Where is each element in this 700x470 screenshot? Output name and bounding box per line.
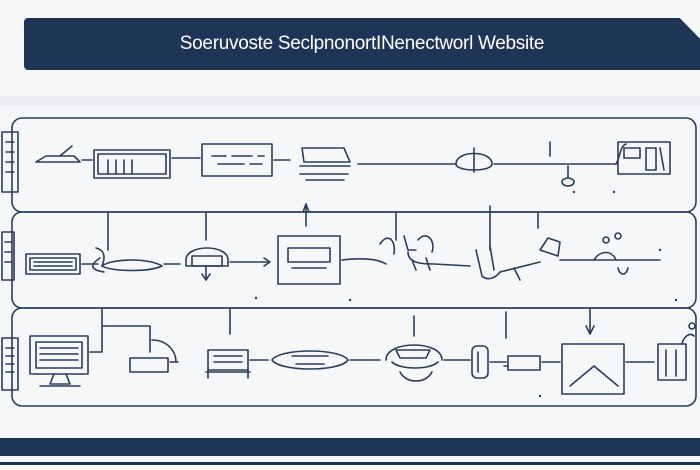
device-tray-icon <box>205 349 251 379</box>
footer-bar <box>0 438 700 456</box>
background-stripe <box>0 96 700 106</box>
sensor-node-icon <box>593 232 629 275</box>
patch-panel-icon <box>201 143 273 177</box>
server-chassis-icon <box>25 253 81 275</box>
workstation-icon <box>29 335 89 387</box>
switch-icon <box>455 147 493 173</box>
row-frame-3 <box>11 307 697 407</box>
laptop-icon <box>129 357 179 373</box>
server-tower-icon <box>1 337 19 391</box>
satellite-dish-icon <box>385 344 443 382</box>
access-point-icon <box>475 237 561 281</box>
tablet-icon <box>657 322 696 381</box>
title-banner: Soeruvoste SeclpnonortINenectworl Websit… <box>24 18 700 70</box>
monitor-panel-icon <box>277 235 341 285</box>
hub-icon <box>92 247 163 273</box>
triangle-display-icon <box>561 343 625 395</box>
modem-icon <box>299 147 351 181</box>
page-title: Soeruvoste SeclpnonortINenectworl Websit… <box>179 33 545 54</box>
capsule-device-icon <box>271 350 349 370</box>
footer-line <box>0 462 700 465</box>
row-frame-1 <box>11 117 697 213</box>
rack-server-icon <box>93 149 171 179</box>
rack-panel-icon <box>1 231 15 281</box>
cloud-gateway-icon <box>185 247 229 281</box>
connector-icon <box>503 355 541 371</box>
rack-panel-icon <box>1 131 19 193</box>
network-diagram <box>1 117 697 407</box>
cable-bundle-icon <box>379 235 471 271</box>
router-icon <box>35 145 81 163</box>
cabinet-icon <box>617 141 671 175</box>
antenna-icon <box>561 165 575 187</box>
usb-drive-icon <box>471 345 489 379</box>
decorative-dots <box>254 190 678 398</box>
